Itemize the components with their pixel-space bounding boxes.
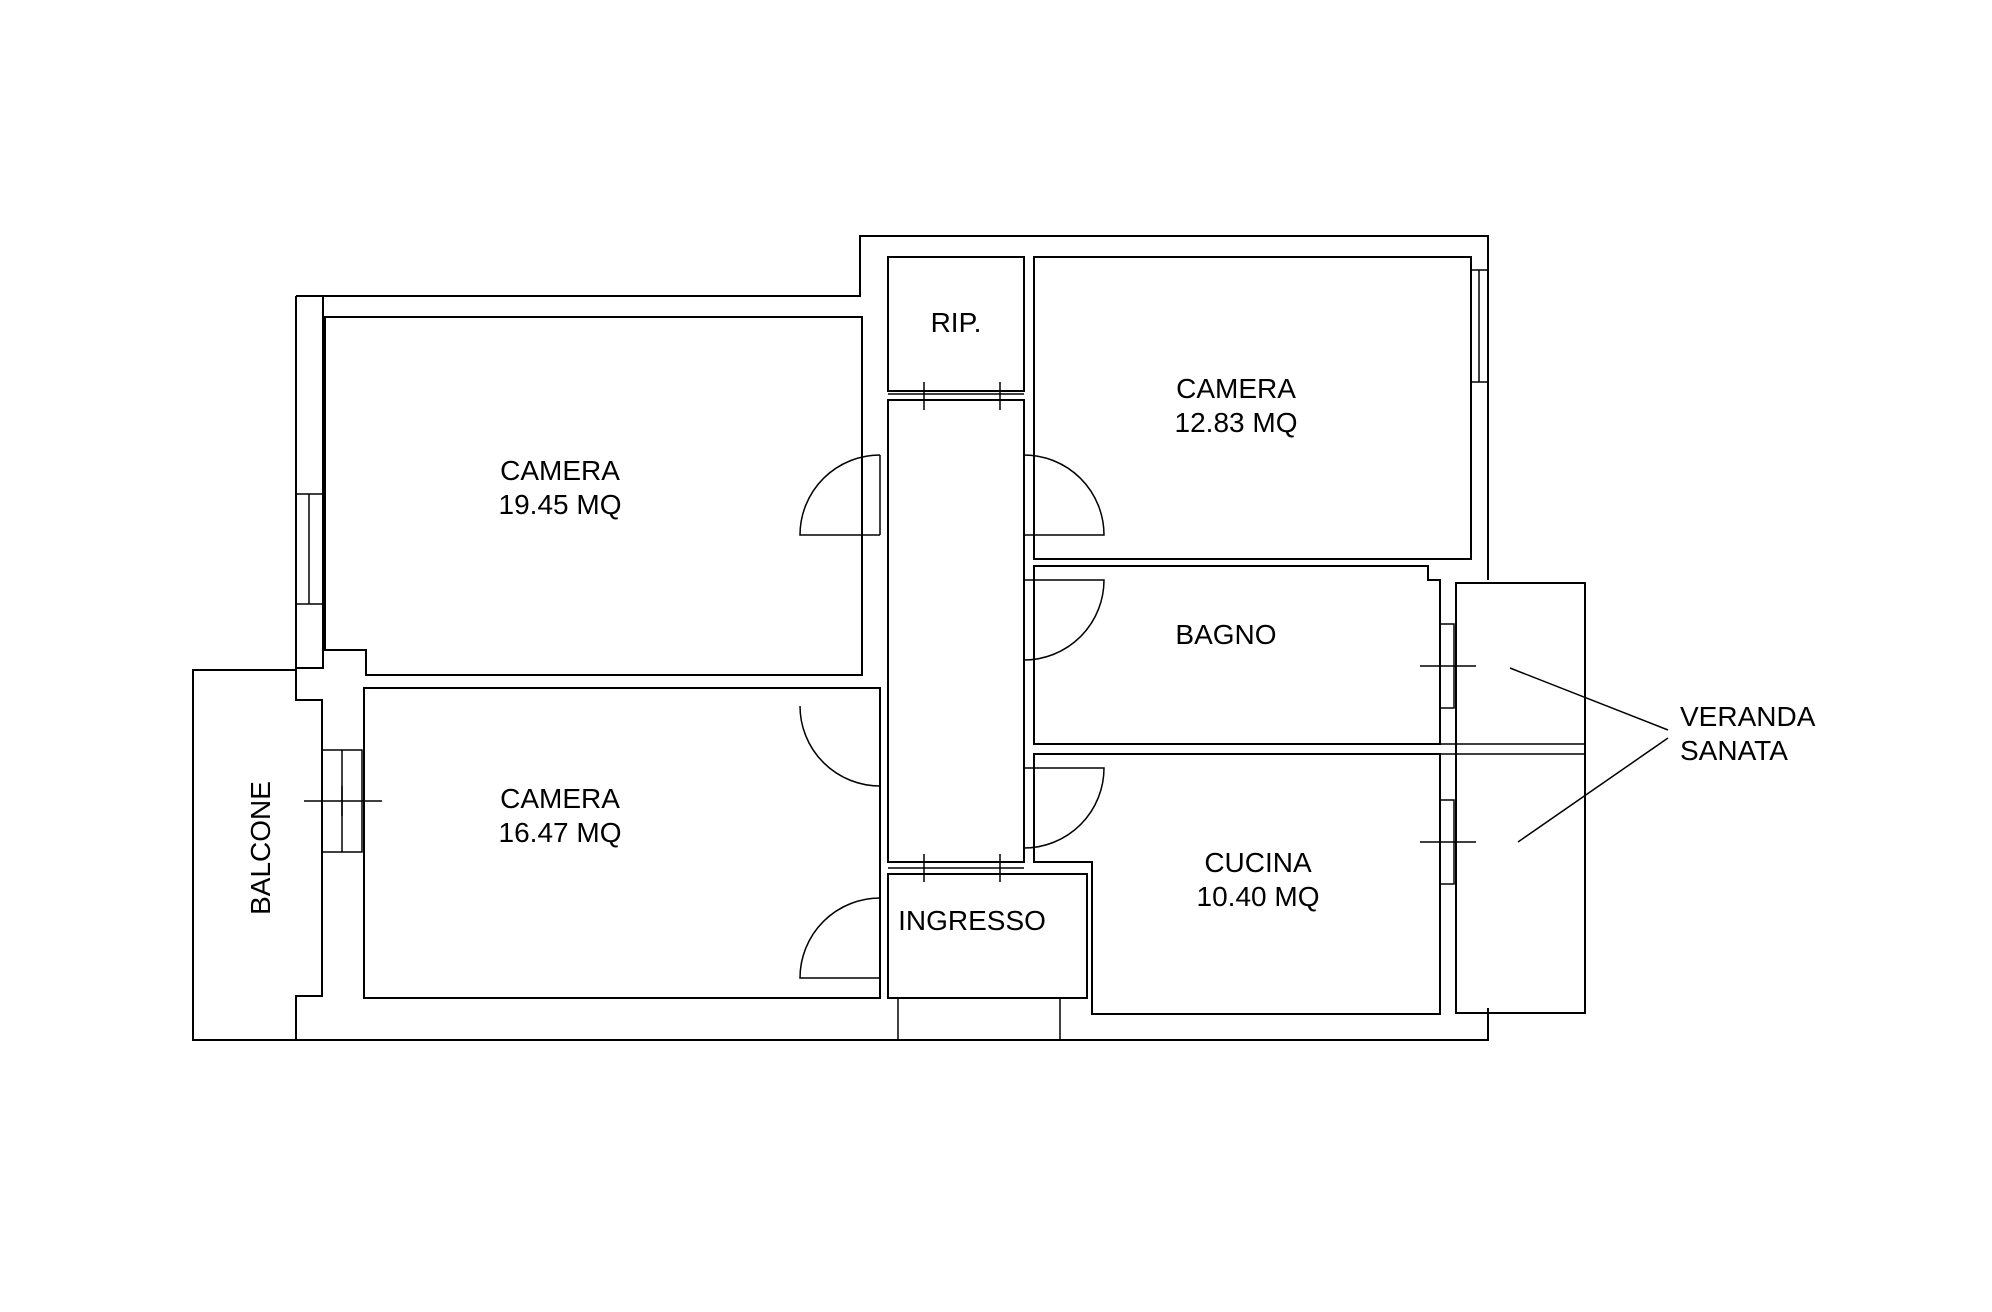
outer-wall-outline [295, 235, 1489, 1041]
room-name-camera-sw: CAMERA [500, 783, 620, 814]
room-name-balcone: BALCONE [245, 781, 276, 915]
bagno-room [1033, 565, 1441, 745]
camera-nw-room [324, 316, 863, 676]
door-markers-rip [888, 382, 1024, 410]
door-swing-ingresso [799, 897, 881, 979]
window-west [295, 493, 324, 605]
room-name-camera-ne: CAMERA [1176, 373, 1296, 404]
door-markers-ingresso [888, 854, 1024, 882]
room-name-ripostiglio: RIP. [931, 307, 982, 338]
door-swing-camera-nw [799, 454, 881, 536]
veranda-label-line2: SANATA [1680, 735, 1788, 766]
ripostiglio-room [887, 256, 1025, 392]
room-area-camera-sw: 16.47 MQ [499, 817, 622, 848]
window-ne [1470, 269, 1489, 383]
room-name-bagno: BAGNO [1175, 619, 1276, 650]
veranda-label-line1: VERANDA [1680, 701, 1816, 732]
door-swing-bagno [1023, 579, 1105, 661]
camera-ne-room [1033, 256, 1472, 560]
room-name-camera-nw: CAMERA [500, 455, 620, 486]
veranda-leader-line [1509, 667, 1669, 731]
room-area-camera-nw: 19.45 MQ [499, 489, 622, 520]
door-swing-cucina [1023, 767, 1105, 849]
veranda-outline [1455, 582, 1586, 1014]
corridor [887, 399, 1025, 863]
room-area-cucina: 10.40 MQ [1197, 881, 1320, 912]
window-cucina [1420, 799, 1476, 885]
camera-sw-room [363, 687, 881, 999]
room-area-camera-ne: 12.83 MQ [1175, 407, 1298, 438]
balcone-outline [192, 669, 296, 1041]
room-name-cucina: CUCINA [1204, 847, 1312, 878]
room-name-ingresso: INGRESSO [898, 905, 1046, 936]
door-swing-camera-ne [1023, 454, 1105, 536]
window-bagno [1420, 623, 1476, 709]
veranda-leader-line [1517, 737, 1669, 843]
ingresso-room [887, 873, 1088, 999]
window-balcone [304, 749, 382, 853]
door-swing-camera-sw [799, 705, 881, 787]
